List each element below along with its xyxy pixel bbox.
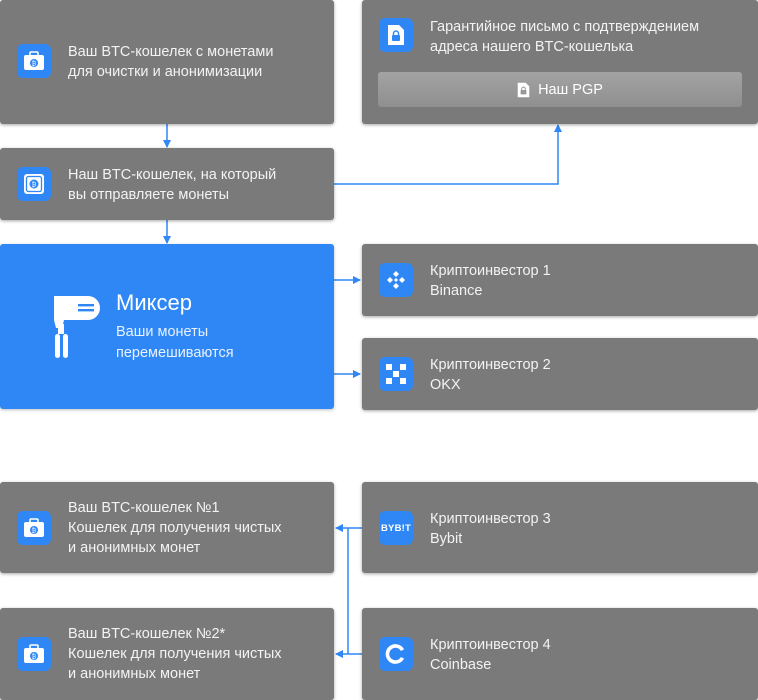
svg-text:₿: ₿ [32,181,37,189]
source-wallet-line-2: для очистки и анонимизации [68,64,263,80]
clean-wallet-2-box: ₿ Ваш BTC-кошелек №2* Кошелек для получе… [0,608,334,700]
pgp-label: Наш PGP [538,81,603,98]
bitcoin-wallet-icon: ₿ [17,44,51,78]
lock-document-icon [379,18,413,52]
investor-2-box: Криптоинвестор 2 OKX [362,338,758,410]
mixer-box: Миксер Ваши монеты перемешиваются [0,244,334,409]
guarantee-line-1: Гарантийное письмо с подтверждением [430,19,700,35]
investor-3-box: BYB!T Криптоинвестор 3 Bybit [362,482,758,573]
clean-wallet-1-line-2: Кошелек для получения чистых [68,520,282,536]
coinbase-icon [379,637,413,671]
bitcoin-safe-icon: ₿ [17,167,51,201]
our-wallet-line-1: Наш BTC-кошелек, на который [68,167,277,183]
clean-wallet-1-line-1: Ваш BTC-кошелек №1 [68,500,220,516]
investor-4-box: Криптоинвестор 4 Coinbase [362,608,758,700]
investor-3-line-2: Bybit [430,531,463,547]
svg-text:₿: ₿ [32,61,37,68]
investor-4-line-1: Криптоинвестор 4 [430,637,551,653]
guarantee-line-2: адреса нашего BTC-кошелька [430,39,634,55]
clean-wallet-2-line-1: Ваш BTC-кошелек №2* [68,626,226,642]
clean-wallet-1-line-3: и анонимных монет [68,540,201,556]
clean-wallet-1-box: ₿ Ваш BTC-кошелек №1 Кошелек для получен… [0,482,334,573]
mixer-icon [50,294,104,360]
source-wallet-box: ₿ Ваш BTC-кошелек с монетами для очистки… [0,0,334,124]
svg-text:₿: ₿ [32,654,37,661]
mixer-line-2: перемешиваются [116,345,234,361]
lock-document-icon [517,82,530,97]
our-wallet-line-2: вы отправляете монеты [68,187,230,203]
binance-icon [379,263,413,297]
investor-2-line-1: Криптоинвестор 2 [430,357,551,373]
mixer-title: Миксер [116,290,192,315]
clean-wallet-2-line-2: Кошелек для получения чистых [68,646,282,662]
pgp-button[interactable]: Наш PGP [378,72,742,107]
okx-icon [379,357,413,391]
guarantee-letter-box: Гарантийное письмо с подтверждением адре… [362,0,758,124]
bybit-logo-text: BYB!T [380,522,412,534]
investor-1-box: Криптоинвестор 1 Binance [362,244,758,316]
svg-text:₿: ₿ [32,528,37,535]
bybit-icon: BYB!T [379,511,413,545]
investor-2-line-2: OKX [430,377,461,393]
our-wallet-box: ₿ Наш BTC-кошелек, на который вы отправл… [0,148,334,220]
bitcoin-wallet-icon: ₿ [17,637,51,671]
bitcoin-wallet-icon: ₿ [17,511,51,545]
investor-1-line-2: Binance [430,283,483,299]
source-wallet-line-1: Ваш BTC-кошелек с монетами [68,44,274,60]
investor-4-line-2: Coinbase [430,657,492,673]
clean-wallet-2-line-3: и анонимных монет [68,666,201,682]
investor-1-line-1: Криптоинвестор 1 [430,263,551,279]
investor-3-line-1: Криптоинвестор 3 [430,511,551,527]
arrow-our-wallet-to-guarantee [334,124,562,185]
mixer-line-1: Ваши монеты [116,324,209,340]
